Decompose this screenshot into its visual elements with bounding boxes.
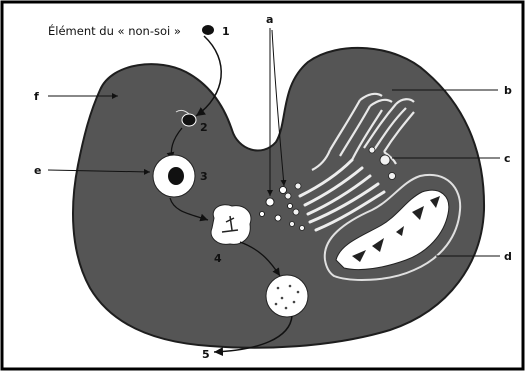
step-1-label: 1 xyxy=(222,25,230,38)
label-a: a xyxy=(266,13,273,26)
particle-1 xyxy=(202,25,214,35)
residual-body xyxy=(266,275,308,317)
label-e: e xyxy=(34,164,41,177)
step-5-label: 5 xyxy=(202,348,210,361)
particle-2 xyxy=(182,114,196,126)
label-f: f xyxy=(34,90,39,103)
label-c: c xyxy=(504,152,511,165)
label-d: d xyxy=(504,250,512,263)
title-non-soi: Élément du « non-soi » xyxy=(48,23,181,38)
step-2-label: 2 xyxy=(200,121,208,134)
phagosome-3 xyxy=(153,155,195,197)
step-4-label: 4 xyxy=(214,252,222,265)
phagolysosome-4 xyxy=(211,205,251,245)
label-b: b xyxy=(504,84,512,97)
step-3-label: 3 xyxy=(200,170,208,183)
